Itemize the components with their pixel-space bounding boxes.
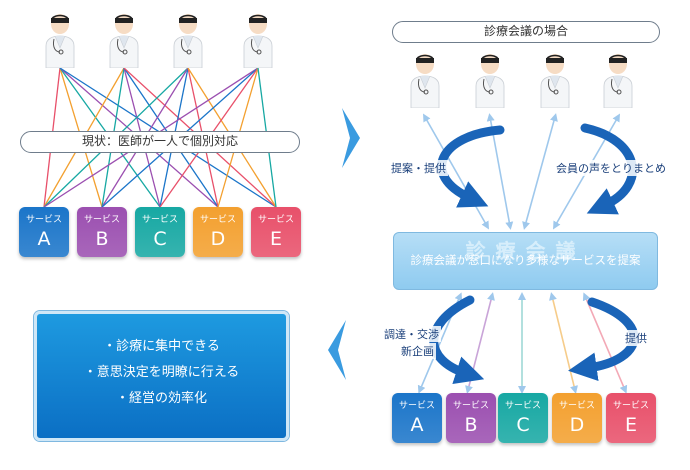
service-letter: C: [153, 228, 167, 250]
service-letter: C: [516, 414, 530, 436]
doctor-icon: [240, 12, 276, 72]
service-label: サービス: [141, 215, 178, 225]
council-box: 診療会議 診療会議が窓口になり多様なサービスを提案: [393, 232, 658, 290]
service-label: サービス: [25, 215, 62, 225]
doctor-icon: [600, 52, 636, 112]
service-tile-c: サービス C: [135, 207, 185, 257]
service-tile-e: サービス E: [251, 207, 301, 257]
benefit-item: ・診療に集中できる: [103, 339, 220, 354]
service-letter: D: [569, 414, 585, 436]
service-label: サービス: [83, 215, 120, 225]
doctor-icon: [472, 52, 508, 112]
service-label: サービス: [612, 401, 649, 411]
proposal-label: 提案・提供: [389, 160, 448, 176]
service-tile-b: サービス B: [446, 393, 496, 443]
service-label: サービス: [398, 401, 435, 411]
member-voice-label: 会員の声をとりまとめ: [554, 160, 668, 176]
new-plan-label: 新企画: [399, 343, 436, 359]
service-tile-d: サービス D: [552, 393, 602, 443]
service-letter: B: [464, 414, 478, 436]
council-big-text: 診療会議: [465, 239, 586, 263]
service-label: サービス: [558, 401, 595, 411]
service-label: サービス: [199, 215, 236, 225]
procure-label: 調達・交渉: [382, 326, 441, 342]
service-letter: D: [210, 228, 226, 250]
council-description: 診療会議が窓口になり多様なサービスを提案: [410, 253, 641, 267]
service-label: サービス: [257, 215, 294, 225]
service-letter: B: [95, 228, 109, 250]
provide-label: 提供: [623, 330, 649, 346]
service-label: サービス: [452, 401, 489, 411]
doctor-icon: [106, 12, 142, 72]
benefit-item: ・意思決定を明瞭に行える: [83, 365, 240, 380]
service-tile-a: サービス A: [19, 207, 69, 257]
benefit-item: ・経営の効率化: [115, 391, 207, 406]
council-title: 診療会議の場合: [392, 21, 660, 43]
arrow-right-icon: [342, 108, 360, 168]
service-label: サービス: [504, 401, 541, 411]
arrow-left-icon: [328, 320, 346, 380]
service-tile-d: サービス D: [193, 207, 243, 257]
service-tile-b: サービス B: [77, 207, 127, 257]
service-letter: A: [37, 228, 51, 250]
doctor-icon: [537, 52, 573, 112]
doctor-icon: [42, 12, 78, 72]
service-letter: E: [624, 414, 637, 436]
service-letter: A: [410, 414, 424, 436]
service-tile-a: サービス A: [392, 393, 442, 443]
doctor-icon: [170, 12, 206, 72]
status-label: 現状：医師が一人で個別対応: [20, 131, 300, 153]
service-tile-e: サービス E: [606, 393, 656, 443]
benefits-box: ・診療に集中できる ・意思決定を明瞭に行える ・経営の効率化: [34, 311, 289, 441]
service-letter: E: [269, 228, 282, 250]
service-tile-c: サービス C: [498, 393, 548, 443]
doctor-icon: [407, 52, 443, 112]
